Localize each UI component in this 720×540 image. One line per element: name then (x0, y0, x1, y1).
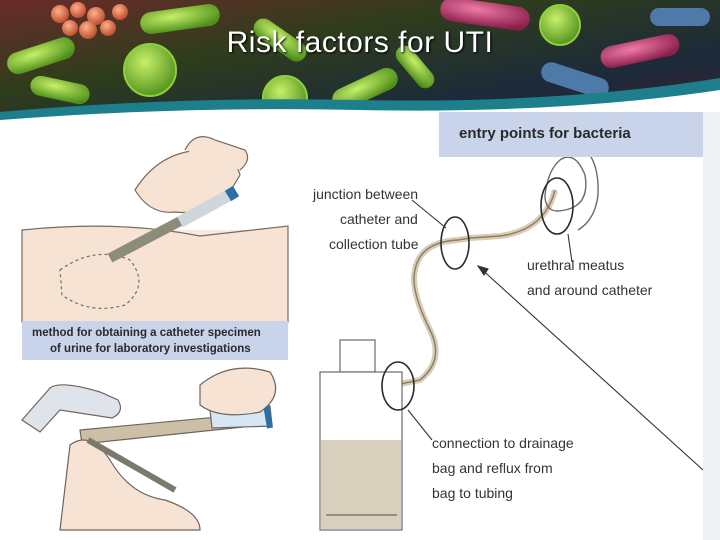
method-line-2: of urine for laboratory investigations (50, 343, 251, 355)
junction-label-2: catheter and (340, 211, 418, 227)
drainage-bag (319, 339, 403, 531)
junction-label-1: junction between (313, 186, 419, 202)
drainage-label-1: connection to drainage (432, 435, 574, 451)
junction-label-3: collection tube (329, 236, 419, 252)
drainage-label-3: bag to tubing (432, 485, 513, 501)
method-callout: method for obtaining a catheter specimen… (22, 321, 288, 360)
right-edge-panel (703, 112, 720, 540)
method-line-1: method for obtaining a catheter specimen (32, 327, 261, 339)
meatus-label-1: urethral meatus (527, 257, 625, 273)
meatus-label-2: and around catheter (527, 282, 653, 298)
specimen-collection-illustration (21, 136, 289, 323)
entry-points-callout: entry points for bacteria (439, 112, 703, 157)
clamp-illustration (21, 360, 288, 540)
slide-title: Risk factors for UTI (226, 26, 494, 59)
entry-points-label: entry points for bacteria (459, 125, 631, 142)
drainage-label-2: bag and reflux from (432, 460, 553, 476)
